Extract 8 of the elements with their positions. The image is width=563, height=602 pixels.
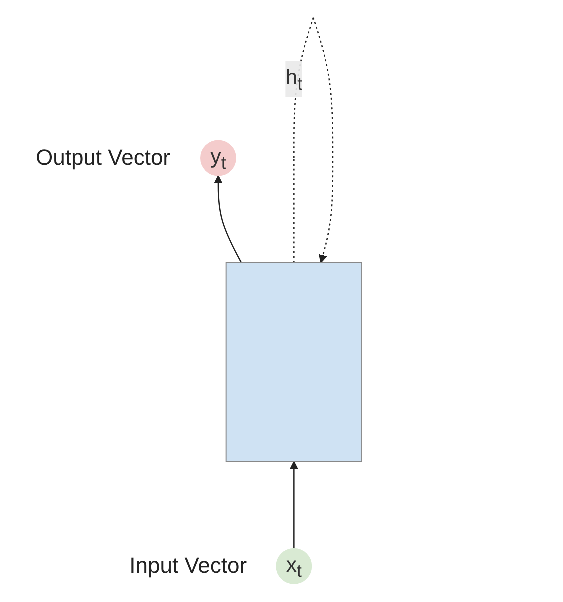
arrow (290, 461, 298, 549)
node-caption: Input Vector (130, 553, 248, 580)
node-circle: y$_{t}$ (200, 140, 236, 176)
node-circle: x$_{t}$ (276, 548, 312, 584)
node-caption: Output Vector (36, 145, 171, 172)
arrow (214, 175, 242, 264)
node-box (226, 262, 362, 462)
edge-label: h$_{t}$ (286, 65, 303, 94)
